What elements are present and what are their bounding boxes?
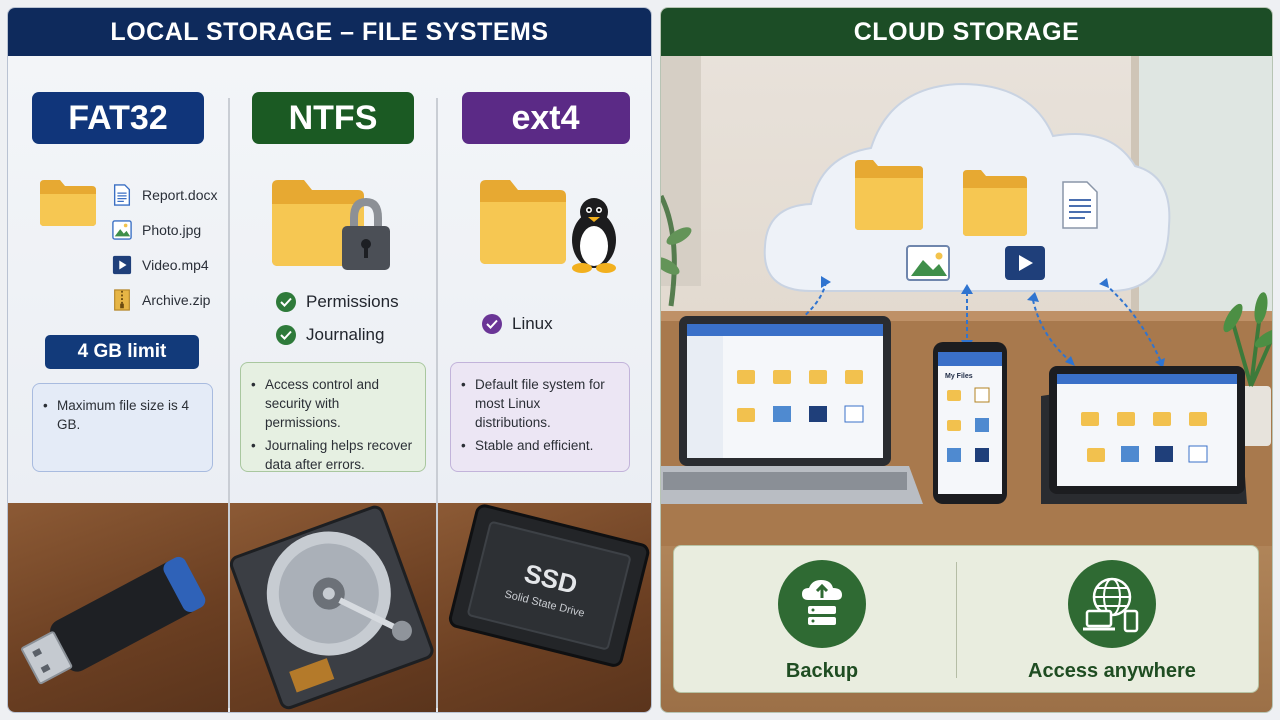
video-icon [1005,246,1045,280]
video-icon [112,255,132,275]
file-row: Archive.zip [112,289,210,311]
benefit-label: Backup [785,660,859,682]
check-icon [276,292,296,312]
sync-arrows [788,281,1162,363]
column-divider [436,98,438,708]
cloud-scene: My Files [661,56,1272,546]
file-row: Photo.jpg [112,219,201,241]
laptop-device [661,316,923,504]
folder-icon [40,180,96,226]
hard-disk-drive-image [230,503,436,712]
check-icon [276,325,296,345]
note-item: Access control and security with permiss… [251,375,415,432]
folder-linux-icon [480,180,616,273]
folder-icon [963,170,1027,236]
ext4-note: Default file system for most Linux distr… [450,362,630,472]
folder-icon [855,160,923,230]
file-row: Report.docx [112,184,217,206]
cloud-storage-panel: CLOUD STORAGE [660,7,1273,713]
benefit-label: Access anywhere [1028,660,1196,682]
cloud-benefits: Backup Access anywhere [673,545,1259,693]
note-item: Stable and efficient. [461,436,619,455]
local-storage-panel: LOCAL STORAGE – FILE SYSTEMS FAT32 Repor… [7,7,652,713]
feature-row: Journaling [276,325,384,345]
fat32-limit-badge: 4 GB limit [45,335,199,369]
file-name: Report.docx [142,187,218,203]
column-divider [228,98,230,708]
benefit-backup: Backup [692,560,952,690]
fat32-column: FAT32 Report.docx Photo.jpg [8,56,228,502]
document-icon [113,184,131,206]
ext4-badge: ext4 [461,92,630,144]
fat32-badge: FAT32 [32,92,204,144]
feature-label: Linux [512,314,553,333]
ntfs-column: NTFS Permissions Journaling [230,56,436,502]
local-storage-title: LOCAL STORAGE – FILE SYSTEMS [8,8,651,56]
note-item: Default file system for most Linux distr… [461,375,619,432]
phone-screen-title: My Files [945,373,973,380]
ntfs-note: Access control and security with permiss… [240,362,426,472]
feature-label: Permissions [306,292,399,311]
fat32-note: Maximum file size is 4 GB. [32,383,213,472]
image-icon [112,220,132,240]
solid-state-drive-image: SSD Solid State Drive [438,503,651,712]
cloud-upload-server-icon [778,560,866,648]
cloud-storage-title: CLOUD STORAGE [661,8,1272,56]
zip-icon [114,289,130,311]
tablet-device [1041,366,1247,504]
note-item: Maximum file size is 4 GB. [43,396,202,434]
file-name: Video.mp4 [142,257,209,273]
ntfs-badge: NTFS [252,92,414,144]
ext4-column: ext4 Linux [438,56,651,502]
benefit-access-anywhere: Access anywhere [982,560,1242,690]
file-name: Photo.jpg [142,222,202,238]
file-row: Video.mp4 [112,254,209,276]
feature-row: Permissions [276,292,399,312]
feature-label: Journaling [306,325,385,344]
globe-devices-icon [1068,560,1156,648]
check-icon [482,314,502,334]
note-item: Journaling helps recover data after erro… [251,436,415,474]
arrowheads [821,276,1165,368]
plant-left [661,194,692,307]
phone-device: My Files [933,342,1007,504]
benefit-divider [956,562,957,678]
usb-flash-drive-image [8,503,228,712]
tux-penguin-icon [572,198,616,273]
file-name: Archive.zip [142,292,211,308]
image-icon [906,245,950,281]
document-icon [1062,181,1098,229]
folder-lock-icon [272,180,390,270]
feature-row: Linux [482,314,553,334]
